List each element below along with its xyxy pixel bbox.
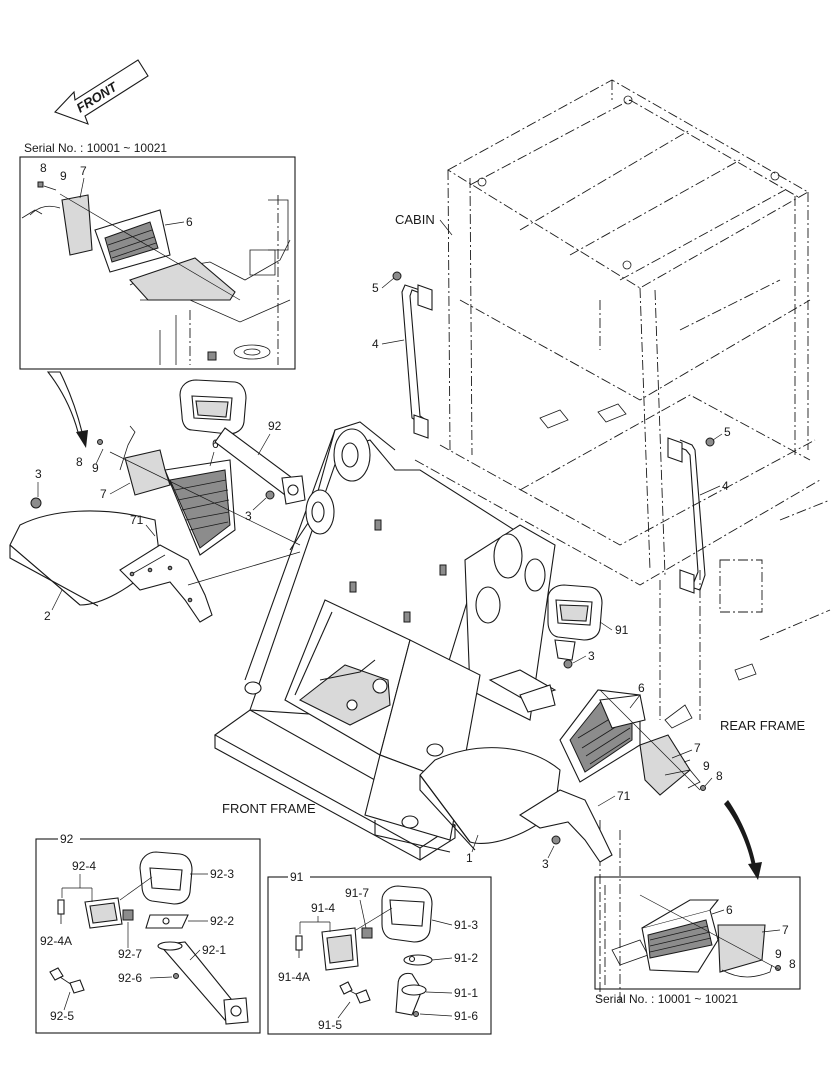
callout-91: 91 bbox=[615, 623, 629, 637]
step-left: 8 9 7 6 bbox=[76, 425, 301, 556]
fender-right: 71 1 3 bbox=[419, 747, 631, 871]
rear-frame-label: REAR FRAME bbox=[720, 718, 806, 733]
callout-4-left: 4 bbox=[372, 337, 379, 351]
callout-7: 7 bbox=[80, 164, 87, 178]
callout-8-br: 8 bbox=[789, 957, 796, 971]
inset-91-part-5: 91-5 bbox=[318, 1018, 342, 1032]
callout-71-left: 71 bbox=[130, 513, 144, 527]
inset-92-part-2: 92-2 bbox=[210, 914, 234, 928]
inset-91-part-2: 91-2 bbox=[454, 951, 478, 965]
inset-91-title: 91 bbox=[290, 870, 304, 884]
inset-lamp-92: 92 92-4 92-3 92-2 92-4A 92-7 bbox=[35, 832, 261, 1034]
lamp-91-assembly: 91 3 bbox=[547, 584, 629, 669]
callout-7-mid: 7 bbox=[100, 487, 107, 501]
callout-6-mid: 6 bbox=[212, 437, 219, 451]
serial-number-top: Serial No. : 10001 ~ 10021 bbox=[24, 141, 167, 155]
callout-6: 6 bbox=[186, 215, 193, 229]
inset-92-part-6: 92-6 bbox=[118, 971, 142, 985]
inset-91-part-3: 91-3 bbox=[454, 918, 478, 932]
inset-91-part-4: 91-4 bbox=[311, 901, 335, 915]
inset-bottom-right: 6 7 9 8 bbox=[594, 876, 801, 990]
inset-pointer-top bbox=[46, 371, 88, 448]
inset-91-part-1: 91-1 bbox=[454, 986, 478, 1000]
inset-92-part-1: 92-1 bbox=[202, 943, 226, 957]
cabin-label: CABIN bbox=[395, 212, 435, 227]
callout-92: 92 bbox=[268, 419, 282, 433]
front-frame bbox=[213, 421, 557, 861]
callout-1: 1 bbox=[466, 851, 473, 865]
callout-71-right: 71 bbox=[617, 789, 631, 803]
callout-3-right-fender: 3 bbox=[542, 857, 549, 871]
callout-7-right: 7 bbox=[694, 741, 701, 755]
handrail-left: 5 4 bbox=[372, 271, 433, 439]
callout-9: 9 bbox=[60, 169, 67, 183]
lamp-92-assembly: 92 3 bbox=[179, 379, 306, 523]
callout-3-lamp92: 3 bbox=[245, 509, 252, 523]
inset-92-part-4: 92-4 bbox=[72, 859, 96, 873]
cabin-outline bbox=[414, 79, 831, 1005]
serial-number-bottom: Serial No. : 10001 ~ 10021 bbox=[595, 992, 738, 1006]
callout-9-mid: 9 bbox=[92, 461, 99, 475]
fender-left: 3 71 2 bbox=[9, 467, 301, 623]
inset-92-title: 92 bbox=[60, 832, 74, 846]
inset-92-part-3: 92-3 bbox=[210, 867, 234, 881]
callout-6-br: 6 bbox=[726, 903, 733, 917]
handrail-right: 5 4 bbox=[667, 425, 731, 594]
callout-8: 8 bbox=[40, 161, 47, 175]
callout-2: 2 bbox=[44, 609, 51, 623]
inset-top-left: 8 9 7 6 bbox=[19, 156, 296, 370]
front-frame-label: FRONT FRAME bbox=[222, 801, 316, 816]
inset-91-part-7: 91-7 bbox=[345, 886, 369, 900]
callout-6-right: 6 bbox=[638, 681, 645, 695]
callout-9-right: 9 bbox=[703, 759, 710, 773]
callout-8-mid: 8 bbox=[76, 455, 83, 469]
callout-8-right: 8 bbox=[716, 769, 723, 783]
step-right: 6 7 9 8 bbox=[559, 681, 723, 796]
callout-4-right: 4 bbox=[722, 479, 729, 493]
callout-3-left: 3 bbox=[35, 467, 42, 481]
inset-lamp-91: 91 91-7 91-4 91-3 91-2 91-4A 91-1 bbox=[267, 870, 492, 1035]
callout-3-lamp91: 3 bbox=[588, 649, 595, 663]
callout-7-br: 7 bbox=[782, 923, 789, 937]
callout-5-right: 5 bbox=[724, 425, 731, 439]
inset-pointer-bottom bbox=[724, 800, 762, 880]
callout-9-br: 9 bbox=[775, 947, 782, 961]
inset-91-part-6: 91-6 bbox=[454, 1009, 478, 1023]
inset-92-part-5: 92-5 bbox=[50, 1009, 74, 1023]
callout-5-left: 5 bbox=[372, 281, 379, 295]
inset-91-part-4A: 91-4A bbox=[278, 970, 310, 984]
inset-92-part-4A: 92-4A bbox=[40, 934, 72, 948]
inset-92-part-7: 92-7 bbox=[118, 947, 142, 961]
front-direction-arrow: FRONT bbox=[54, 59, 149, 125]
